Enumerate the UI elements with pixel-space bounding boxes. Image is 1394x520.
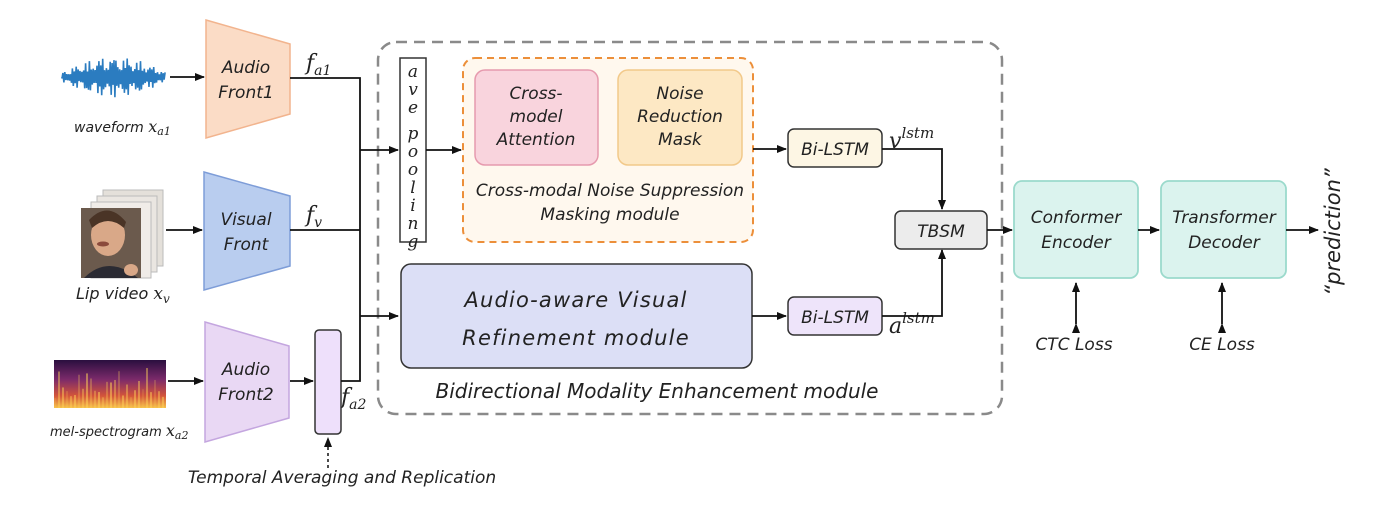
transformer-decoder-block [1160, 180, 1287, 279]
feature-fv: fv [304, 203, 322, 231]
noise-mask-label-3: Mask [658, 130, 703, 150]
bme-module-box [376, 40, 1004, 416]
temporal-avg-block [314, 329, 342, 435]
cnsm-label-2: Masking module [540, 205, 679, 225]
ave-pooling-letter: l [410, 178, 415, 198]
ce-loss-label: CE Loss [1189, 335, 1255, 355]
ctc-loss-label: CTC Loss [1035, 335, 1112, 355]
audio-front2-block [204, 321, 290, 443]
ave-pooling-letter: e [408, 98, 418, 118]
tbsm-label: TBSM [917, 222, 965, 242]
ave-pooling-letter: i [410, 196, 415, 216]
v-lstm-label: vlstm [889, 124, 934, 154]
bme-module-label: Bidirectional Modality Enhancement modul… [436, 379, 879, 403]
waveform-label: waveform xa1 [74, 117, 171, 138]
ave-pooling-letter: v [408, 80, 418, 100]
visual-front-label-2: Front [224, 235, 270, 255]
audio-front1-label-2: Front1 [218, 83, 273, 103]
arrow-bilstm-bottom-to-tbsm [882, 249, 946, 317]
transformer-label-2: Decoder [1188, 233, 1261, 253]
audio-front1-block [205, 19, 291, 139]
avr-module-block [400, 263, 753, 369]
conformer-label-2: Encoder [1041, 233, 1112, 253]
arrow-bilstm-top-to-tbsm [882, 148, 946, 210]
feature-fa1: fa1 [304, 51, 331, 79]
noise-mask-block [617, 69, 743, 166]
bilstm-top-label: Bi-LSTM [801, 140, 869, 160]
line-fa2-bus [341, 150, 361, 382]
cross-attention-label-3: Attention [496, 130, 576, 150]
ave-pooling-letter: g [408, 232, 419, 252]
feature-fa2: fa2 [339, 385, 367, 413]
audio-front1-label: Audio [221, 58, 270, 78]
prediction-label: “prediction” [1321, 167, 1345, 296]
ave-pooling-letter: p [408, 124, 419, 144]
audio-front2-label: Audio [221, 360, 270, 380]
ave-pooling-letter: o [408, 142, 418, 162]
avr-label-2: Refinement module [462, 326, 690, 350]
visual-front-block [203, 171, 291, 291]
a-lstm-label: alstm [889, 309, 935, 339]
bilstm-top-block [787, 128, 883, 168]
temporal-avg-label: Temporal Averaging and Replication [188, 468, 496, 488]
bilstm-bottom-label: Bi-LSTM [801, 308, 869, 328]
mel-spectrogram-icon [54, 360, 166, 408]
lip-video-label: Lip video xv [76, 284, 170, 306]
waveform-icon [61, 58, 166, 98]
audio-front2-label-2: Front2 [218, 385, 273, 405]
lip-video-frames [81, 189, 164, 279]
conformer-label: Conformer [1031, 208, 1122, 228]
ave-pooling-letter: o [408, 160, 418, 180]
mel-spectrogram-label: mel-spectrogram xa2 [50, 421, 188, 442]
cross-attention-block [474, 69, 599, 166]
conformer-encoder-block [1013, 180, 1139, 279]
noise-mask-label-2: Reduction [637, 107, 723, 127]
ave-pooling-letter: n [408, 214, 419, 234]
ave-pooling-block [399, 57, 427, 243]
avr-label: Audio-aware Visual [462, 288, 687, 312]
cnsm-label: Cross-modal Noise Suppression [476, 181, 744, 201]
visual-front-label: Visual [220, 210, 271, 230]
line-fa1-bus [290, 77, 361, 150]
cross-attention-label-2: model [510, 107, 563, 127]
noise-mask-label: Noise [656, 84, 703, 104]
ave-pooling-letter: a [408, 62, 418, 82]
cross-attention-label: Cross- [509, 84, 562, 104]
transformer-label: Transformer [1172, 208, 1276, 228]
